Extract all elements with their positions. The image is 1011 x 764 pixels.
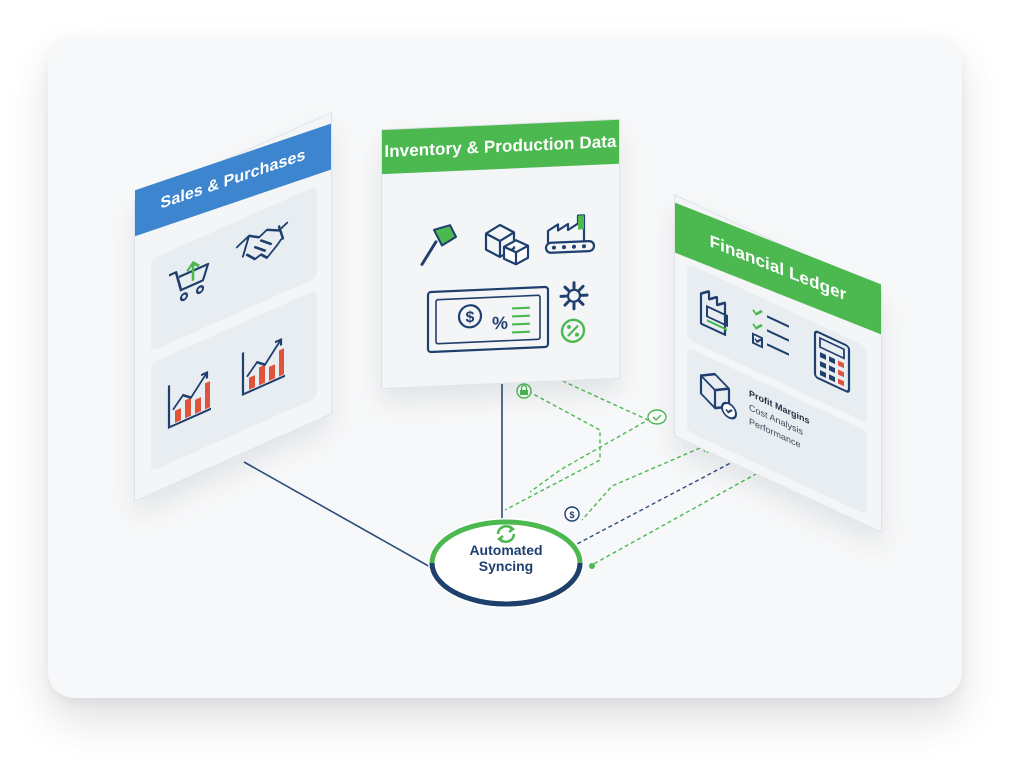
percent-coin-icon xyxy=(558,315,588,346)
hub-label-line1: Automated xyxy=(469,542,543,558)
money-percent-icon: $% xyxy=(426,283,550,356)
financial-ledger-panel: Financial Ledger Profit Margins Cost Ana… xyxy=(674,194,882,620)
hub-label: Automated Syncing xyxy=(428,542,584,574)
package-check-icon xyxy=(697,362,739,428)
boxes-icon xyxy=(480,216,530,268)
hub-label-line2: Syncing xyxy=(478,558,534,574)
calculator-icon xyxy=(811,327,853,397)
bar-chart-up-icon xyxy=(165,361,215,433)
bar-chart-up-icon xyxy=(239,328,289,400)
hub-ring xyxy=(429,519,583,607)
automated-syncing-hub: Automated Syncing xyxy=(428,518,584,608)
checklist-icon xyxy=(749,300,793,367)
sales-purchases-panel: Sales & Purchases xyxy=(134,111,332,520)
inventory-production-panel: Inventory & Production Data $% xyxy=(381,118,620,390)
hammer-icon xyxy=(416,221,462,271)
svg-text:%: % xyxy=(492,313,508,334)
inventory-production-title: Inventory & Production Data xyxy=(382,119,619,175)
handshake-icon xyxy=(233,209,291,279)
gear-icon xyxy=(558,279,590,312)
cart-up-icon xyxy=(165,248,213,313)
building-icon xyxy=(697,278,737,345)
sync-icon xyxy=(494,524,518,544)
factory-conveyor-icon xyxy=(542,209,598,263)
svg-text:$: $ xyxy=(466,309,475,326)
